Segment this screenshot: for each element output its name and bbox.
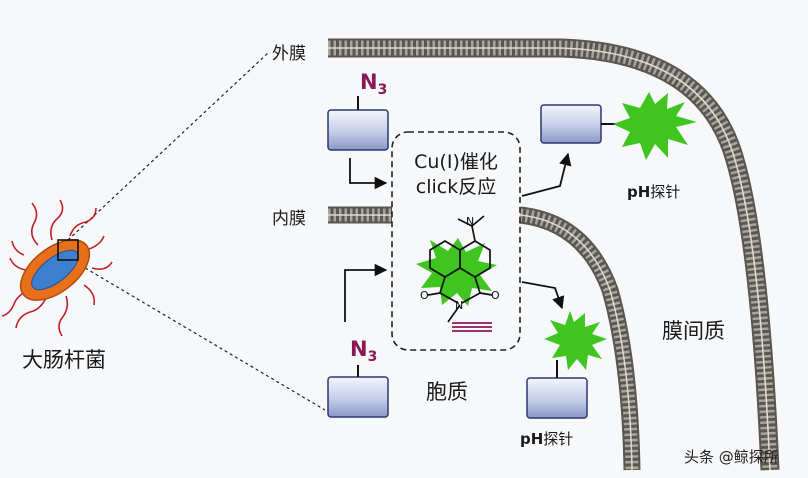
arrow-out-cytoplasm (521, 281, 565, 310)
azide-box-bottom (327, 376, 389, 418)
reaction-label-line1: Cu(I)催化 (414, 151, 498, 173)
inner-membrane-label: 内膜 (272, 209, 306, 229)
ph-probe-label-periplasm: pH探针 (627, 181, 680, 202)
watermark: 头条 @鲸探所 (684, 448, 779, 466)
reporter-boxes (327, 104, 602, 419)
reaction-label: Cu(I)催化 click反应 (392, 150, 520, 200)
ph-probe-label-cytoplasm-bold: pH (520, 430, 544, 448)
ph-probe-label-periplasm-rest: 探针 (650, 183, 681, 201)
bacterium (1, 199, 113, 337)
reaction-box (391, 131, 521, 351)
azide-label-top: N3 (360, 70, 387, 98)
probe-burst-periplasm (613, 92, 697, 160)
linkers (357, 96, 622, 378)
azide-box-top (327, 109, 389, 151)
probe-box-periplasm (540, 104, 602, 144)
reaction-label-line2: click反应 (415, 176, 497, 198)
svg-text:N: N (455, 299, 463, 312)
probe-box-cytoplasm (526, 377, 588, 419)
azide-label-top-sub: 3 (377, 82, 388, 99)
probe-molecule: N N O O (416, 215, 500, 332)
ph-probe-label-cytoplasm: pH探针 (520, 428, 573, 449)
azide-label-bottom-sub: 3 (367, 349, 378, 366)
arrow-azide-bottom-in (344, 263, 388, 322)
azide-label-top-main: N (360, 70, 378, 94)
arrow-out-periplasm (521, 152, 572, 197)
azide-label-bottom: N3 (350, 337, 377, 365)
arrow-azide-top-in (349, 158, 388, 190)
ph-probe-label-periplasm-bold: pH (627, 183, 651, 201)
outer-membrane (328, 38, 780, 471)
svg-text:N: N (466, 215, 474, 228)
cytoplasm-label: 胞质 (426, 380, 468, 404)
outer-membrane-label: 外膜 (272, 44, 306, 64)
bacterium-label: 大肠杆菌 (22, 348, 106, 372)
zoom-lines (67, 52, 326, 411)
probe-burst-cytoplasm (544, 311, 607, 370)
svg-text:O: O (491, 289, 500, 302)
ph-probe-label-cytoplasm-rest: 探针 (543, 430, 574, 448)
arrows (344, 152, 572, 322)
azide-label-bottom-main: N (350, 337, 368, 361)
svg-text:O: O (420, 289, 429, 302)
periplasm-label: 膜间质 (662, 319, 725, 343)
inner-membrane (328, 206, 641, 471)
